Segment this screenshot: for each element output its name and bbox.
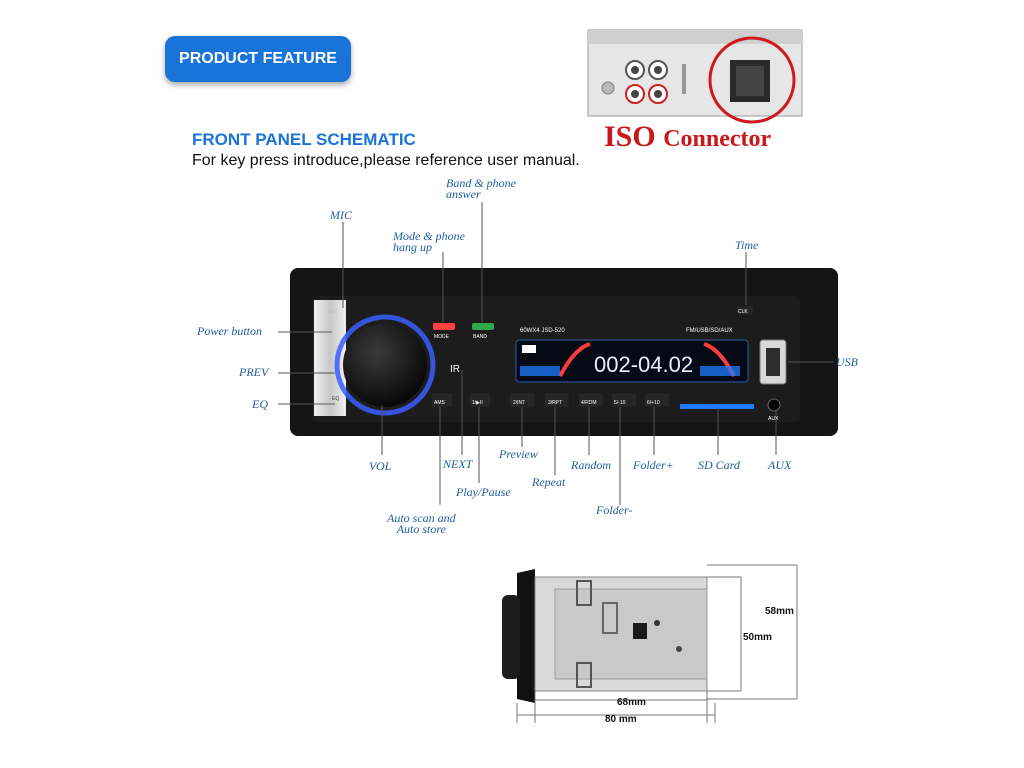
callout-vol: VOL bbox=[369, 459, 392, 473]
product-feature-badge: PRODUCT FEATURE bbox=[165, 36, 351, 82]
panel-sources-text: FM/USB/SD/AUX bbox=[686, 328, 733, 334]
panel-ams-text: AMS bbox=[434, 400, 446, 406]
callout-eq: EQ bbox=[252, 397, 268, 411]
callout-lines bbox=[278, 202, 834, 505]
play-pause-button[interactable] bbox=[470, 393, 490, 407]
dim-68mm: 68mm bbox=[617, 697, 646, 708]
panel-model-text: 60WX4 JSD-520 bbox=[520, 328, 565, 334]
dimension-lines bbox=[516, 564, 798, 723]
callout-time: Time bbox=[735, 238, 759, 252]
callout-random: Random bbox=[571, 458, 611, 472]
callout-folder-minus: Folder- bbox=[596, 503, 633, 517]
callout-sd-card: SD Card bbox=[698, 458, 740, 472]
page-subtitle: For key press introduce,please reference… bbox=[192, 152, 580, 169]
page-title: FRONT PANEL SCHEMATIC bbox=[192, 130, 416, 149]
side-view-faceplate bbox=[517, 569, 535, 703]
dim-50mm: 50mm bbox=[743, 632, 772, 643]
panel-band-text: BAND bbox=[473, 334, 487, 340]
callout-next: NEXT bbox=[443, 457, 473, 471]
folder-plus-button[interactable] bbox=[645, 393, 669, 407]
iso-highlight-circle bbox=[708, 36, 796, 124]
callout-mic: MIC bbox=[330, 208, 352, 222]
dim-58mm: 58mm bbox=[765, 606, 794, 617]
panel-mode-text: MODE bbox=[434, 334, 450, 340]
callout-aux: AUX bbox=[768, 458, 792, 472]
iso-label-rest: Connector bbox=[663, 126, 772, 152]
iso-connector-label: ISO Connector bbox=[604, 120, 771, 154]
clk-button[interactable] bbox=[737, 306, 753, 314]
sd-indicator-icon bbox=[522, 345, 536, 353]
chrome-trim bbox=[314, 300, 346, 416]
rca-jacks bbox=[625, 60, 668, 104]
callout-repeat: Repeat bbox=[532, 475, 566, 489]
random-button[interactable] bbox=[579, 393, 603, 407]
callout-folder-plus: Folder+ bbox=[633, 458, 674, 472]
callout-power: Power button bbox=[197, 324, 262, 338]
mode-button[interactable] bbox=[433, 323, 455, 330]
panel-k6-text: 6/+10 bbox=[647, 400, 660, 406]
panel-k2-text: 2/INT bbox=[513, 400, 525, 406]
aux-jack[interactable] bbox=[767, 398, 781, 412]
panel-k1-text: 1/▶II bbox=[472, 400, 483, 406]
panel-mic-text: MIC bbox=[328, 309, 338, 315]
callout-play-pause: Play/Pause bbox=[456, 485, 511, 499]
volume-knob[interactable] bbox=[343, 323, 427, 407]
lcd-display bbox=[515, 339, 749, 383]
panel-ir-text: IR bbox=[450, 364, 460, 375]
panel-k4-text: 4/RDM bbox=[581, 400, 597, 406]
repeat-button[interactable] bbox=[545, 393, 569, 407]
lcd-readout: 002-04.02 bbox=[594, 352, 693, 377]
preview-button[interactable] bbox=[510, 393, 534, 407]
rear-unit-image bbox=[587, 29, 803, 124]
panel-k3-text: 3/RPT bbox=[548, 400, 562, 406]
callout-prev: PREV bbox=[239, 365, 269, 379]
callout-preview: Preview bbox=[499, 447, 538, 461]
side-view-dimensions bbox=[502, 564, 798, 723]
dim-80mm: 80 mm bbox=[605, 714, 637, 725]
ams-button[interactable] bbox=[432, 393, 452, 407]
knob-glow-ring bbox=[334, 314, 436, 416]
iso-label-big: ISO bbox=[604, 120, 656, 153]
panel-aux-text: AUX bbox=[768, 416, 779, 422]
panel-eq-text: EQ bbox=[332, 396, 339, 402]
callout-usb: USB bbox=[836, 355, 858, 369]
panel-k5-text: 5/-10 bbox=[614, 400, 626, 406]
folder-minus-button[interactable] bbox=[612, 393, 636, 407]
sd-card-slot[interactable] bbox=[680, 404, 754, 409]
panel-clk-text: CLK bbox=[738, 309, 748, 315]
band-button[interactable] bbox=[472, 323, 494, 330]
